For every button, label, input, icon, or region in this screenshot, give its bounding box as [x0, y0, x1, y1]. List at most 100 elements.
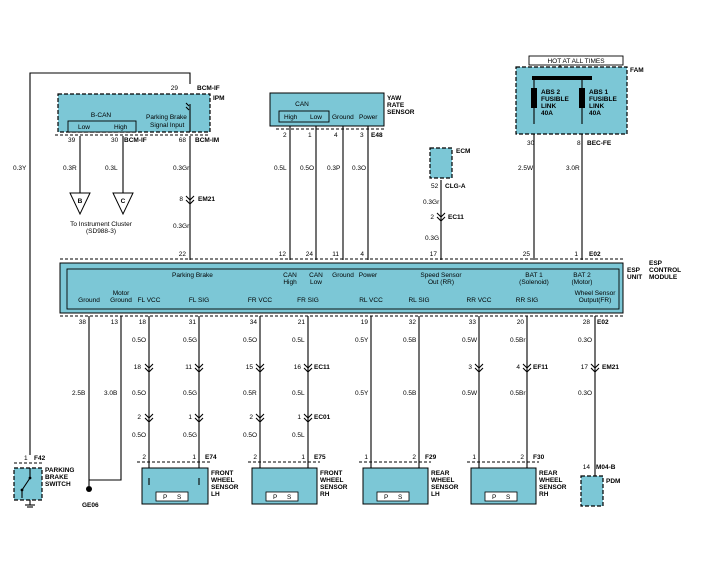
pdm-module — [580, 475, 604, 507]
wire-label-0-3l: 0.3L — [105, 165, 118, 172]
fam-busbar — [532, 76, 592, 80]
esp-label-motor-ground-1: Motor — [113, 290, 130, 297]
wire-label-0-3gr-1: 0.3Gr — [173, 165, 190, 172]
esp-label-speed-2: Out (RR) — [428, 279, 454, 286]
esp-bottom-pin-32: 32 — [409, 319, 417, 326]
yaw-power-label: Power — [359, 114, 378, 121]
fr-w3: 0.5R — [243, 390, 257, 397]
esp-top-pin-25: 25 — [523, 251, 531, 258]
yaw-title-2: RATE — [387, 102, 405, 109]
yaw-wire-0-3o: 0.3O — [352, 165, 366, 172]
parking-switch-connector: F42 — [34, 455, 46, 462]
em21-pin: 8 — [179, 196, 183, 203]
fl-pin-a: 2 — [142, 454, 146, 461]
rr-c1a: 3 — [468, 364, 472, 371]
fl-title-2: WHEEL — [211, 477, 235, 484]
fr-title-3: SENSOR — [320, 484, 348, 491]
yaw-ground-label: Ground — [332, 114, 354, 121]
fr-pin-a: 2 — [253, 454, 257, 461]
yaw-can-box — [278, 110, 330, 123]
bcan-label: B-CAN — [91, 112, 112, 119]
wire-label-3-0r: 3.0R — [566, 165, 580, 172]
esp-top-pin-4: 4 — [360, 251, 364, 258]
rl-title-2: WHEEL — [431, 477, 455, 484]
connector-c-label: C — [121, 198, 126, 205]
esp-label-bottom-ground: Ground — [78, 297, 100, 304]
fr-s: S — [287, 494, 292, 501]
esp-label-can-low-1: CAN — [309, 272, 323, 279]
fl-harness — [148, 316, 200, 478]
bcm-top-pin: 29 — [171, 85, 179, 92]
fr-w1: 0.5O — [243, 337, 257, 344]
fr-c1b: 16 — [294, 364, 302, 371]
pdm-label: PDM — [606, 478, 620, 485]
bcan-high-label: High — [114, 124, 128, 131]
parking-switch-title-1: PARKING — [45, 467, 75, 474]
fam-label: FAM — [630, 67, 644, 74]
esp-top-pin-12: 12 — [279, 251, 287, 258]
fr-pin-b: 1 — [301, 454, 305, 461]
esp-bottom-pin-31: 31 — [189, 319, 197, 326]
bcm-pin-pb: 68 — [179, 137, 187, 144]
ec11-connector: EC11 — [448, 214, 464, 221]
rl-s: S — [398, 494, 403, 501]
resistor-icon — [185, 102, 190, 111]
esp-top-pin-17: 17 — [430, 251, 438, 258]
rl-pin-a: 1 — [364, 454, 368, 461]
wire-label-2-5b: 2.5B — [72, 390, 85, 397]
em21-connector: EM21 — [198, 196, 215, 203]
esp-bottom-connector: E02 — [597, 319, 609, 326]
fr-title-2: WHEEL — [320, 477, 344, 484]
esp-label-bat1-2: (Solenoid) — [519, 279, 549, 286]
rl-w4: 0.5B — [403, 390, 416, 397]
rr-title-2: WHEEL — [539, 477, 563, 484]
esp-label-rl-vcc: RL VCC — [359, 297, 383, 304]
esp-label-motor-ground-2: Ground — [110, 297, 132, 304]
fr-c2b: 1 — [297, 414, 301, 421]
fr-title-4: RH — [320, 491, 330, 498]
ec11-wheel-connector: EC11 — [314, 364, 330, 371]
esp-unit-label-2: UNIT — [627, 274, 642, 281]
yaw-title-3: SENSOR — [387, 109, 415, 116]
esp-label-ws-out-1: Wheel Sensor — [575, 290, 617, 297]
rl-title-1: REAR — [431, 470, 450, 477]
connector-b-icon — [69, 192, 91, 216]
bcm-pin-low: 39 — [68, 137, 76, 144]
rr-w1: 0.5W — [462, 337, 478, 344]
parking-switch-title-3: SWITCH — [45, 481, 71, 488]
wire-label-0-3r: 0.3R — [63, 165, 77, 172]
rl-ps-box — [376, 491, 410, 502]
rl-w2: 0.5B — [403, 337, 416, 344]
yaw-title-1: YAW — [387, 95, 402, 102]
hot-at-all-times: HOT AT ALL TIMES — [547, 58, 605, 65]
fr-c1a: 15 — [246, 364, 254, 371]
parking-input-label-2: Signal Input — [150, 122, 185, 129]
connector-c-icon — [112, 192, 134, 216]
rl-w3: 0.5Y — [355, 390, 369, 397]
fl-connector: E74 — [205, 454, 217, 461]
esp-label-parking-brake: Parking Brake — [172, 272, 213, 279]
wire-label-0-3y: 0.3Y — [13, 165, 27, 172]
esp-bottom-pin-19: 19 — [361, 319, 369, 326]
rl-p: P — [384, 494, 388, 501]
rr-w4: 0.5Br — [510, 390, 526, 397]
ground-ge06: GE06 — [82, 502, 99, 509]
fl-title-4: LH — [211, 491, 220, 498]
rr-pin-b: 2 — [520, 454, 524, 461]
yaw-wire-0-3p: 0.3P — [327, 165, 340, 172]
fl-c2b: 1 — [188, 414, 192, 421]
esp-label-bat1-1: BAT 1 — [525, 272, 543, 279]
esp-label-can-low-2: Low — [310, 279, 322, 286]
yaw-can-label: CAN — [295, 101, 309, 108]
ecm-module — [429, 147, 453, 179]
fl-c1a: 18 — [134, 364, 142, 371]
esp-bottom-pin-20: 20 — [517, 319, 525, 326]
connector-icon — [436, 212, 446, 222]
cluster-label-2: (SD988-3) — [86, 228, 116, 235]
fuse-icon — [531, 88, 537, 108]
rr-ps-box — [484, 491, 518, 502]
rl-pin-b: 2 — [412, 454, 416, 461]
fl-w3: 0.5O — [132, 390, 146, 397]
ecm-label: ECM — [456, 148, 470, 155]
